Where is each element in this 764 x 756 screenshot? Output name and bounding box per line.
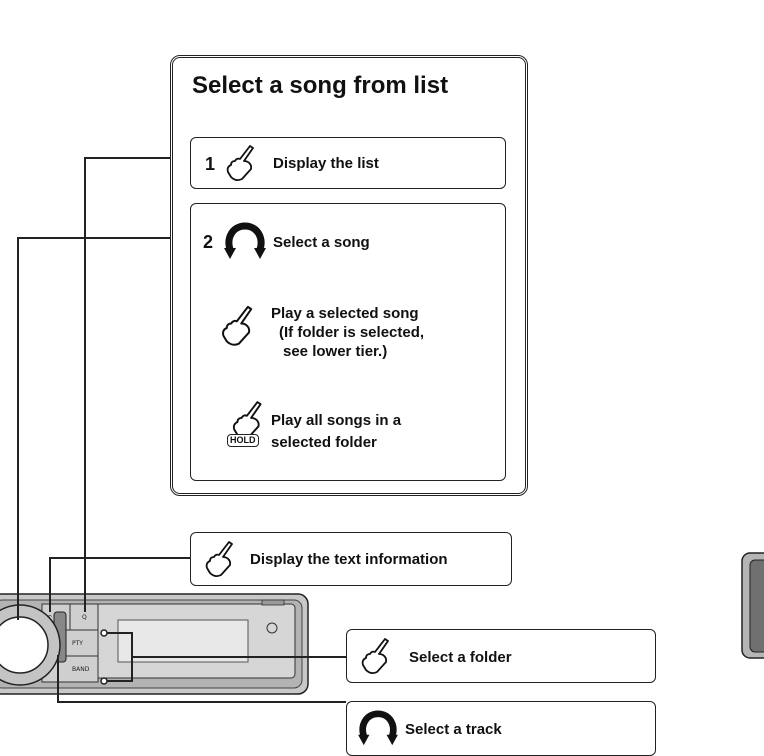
search-button-label: Q: [82, 614, 87, 621]
detached-faceplate: [741, 552, 764, 659]
select-track-label: Select a track: [405, 721, 502, 738]
rotate-knob-icon: [224, 222, 266, 259]
hand-press-icon: [222, 305, 253, 346]
play-selected-note-1: (If folder is selected,: [279, 324, 425, 341]
hand-press-icon: [226, 145, 254, 181]
step-2-box: 2 Select a song Play a selected song (If…: [190, 203, 506, 481]
step-2-label: Select a song: [273, 234, 370, 251]
play-all-label-2: selected folder: [271, 434, 377, 451]
hold-press-icon: [232, 401, 262, 439]
step-1-label: Display the list: [273, 155, 379, 172]
step-1-number: 1: [205, 154, 216, 174]
play-all-label-1: Play all songs in a: [271, 412, 402, 429]
panel-title: Select a song from list: [192, 72, 449, 99]
head-unit-device: [0, 593, 309, 695]
text-info-callout: Display the text information: [190, 532, 512, 586]
step-1-box: 1 Display the list: [190, 137, 506, 189]
step-2-number: 2: [203, 232, 214, 252]
rotate-knob-icon: [358, 710, 398, 746]
back-button-label: ↶: [47, 614, 53, 621]
band-button-label: BAND: [72, 666, 90, 673]
select-track-callout: Select a track: [346, 701, 656, 756]
hand-press-icon: [361, 638, 389, 674]
select-folder-label: Select a folder: [409, 649, 512, 666]
play-selected-note-2: see lower tier.): [283, 343, 388, 360]
hand-press-icon: [205, 541, 233, 577]
select-folder-callout: Select a folder: [346, 629, 656, 683]
pty-button-label: PTY: [72, 640, 83, 647]
hold-badge: HOLD: [227, 434, 259, 447]
play-selected-label: Play a selected song: [271, 305, 419, 322]
text-info-label: Display the text information: [250, 551, 448, 568]
